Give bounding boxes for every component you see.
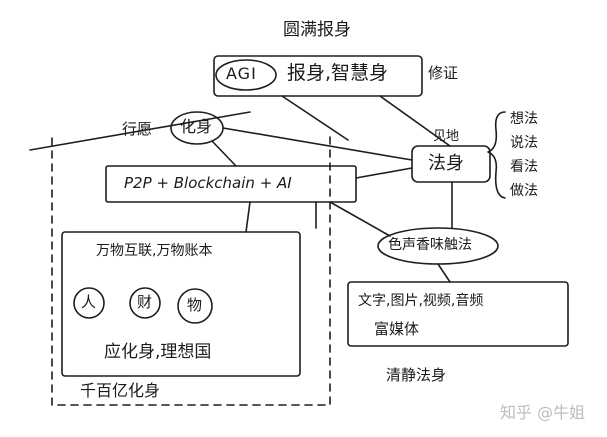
view-label: 见地 (433, 129, 460, 144)
dharma-body-label: 法身 (428, 153, 464, 174)
media-box (347, 281, 569, 347)
wisdom-body-label: 报身,智慧身 (287, 62, 389, 84)
ideal-label: 应化身,理想国 (104, 342, 212, 362)
link-p2p-to-dharma (355, 167, 413, 179)
rich-media-label: 富媒体 (374, 320, 420, 338)
world-box (61, 231, 301, 377)
methods-bracket (487, 111, 506, 199)
person-circle (73, 287, 105, 319)
agi-label: AGI (226, 64, 257, 83)
senses-label: 色声香味触法 (388, 237, 472, 253)
thing-circle (177, 288, 213, 324)
method-see: 看法 (510, 159, 538, 175)
proof-label: 修证 (428, 64, 459, 82)
link-wisdom-to-dharma (379, 95, 451, 147)
method-think: 想法 (510, 111, 538, 127)
pure-dharma-label: 清静法身 (386, 366, 447, 384)
p2p-box (105, 165, 357, 203)
watermark: 知乎 @牛姐 (500, 403, 586, 422)
p2p-label: P2P + Blockchain + AI (124, 174, 292, 192)
practice-label: 行愿 (122, 120, 153, 138)
dashed-outer-region (51, 131, 331, 406)
method-say: 说法 (510, 135, 538, 151)
link-wisdom-to-transform (281, 95, 349, 141)
link-transform-to-dharma (222, 127, 413, 161)
transform-label: 化身 (180, 117, 213, 136)
wealth-circle (129, 287, 161, 319)
slanted-top-line (29, 111, 251, 151)
media-label: 文字,图片,视频,音频 (358, 293, 484, 309)
person-label: 人 (81, 293, 97, 311)
method-do: 做法 (510, 183, 538, 199)
top-title: 圆满报身 (283, 20, 351, 40)
agi-ellipse (215, 59, 277, 91)
link-transform-to-p2p (211, 140, 237, 167)
link-p2p-to-world (245, 201, 251, 233)
link-p2p-to-senses (329, 201, 391, 237)
link-senses-to-media (437, 263, 451, 283)
iot-label: 万物互联,万物账本 (96, 243, 213, 259)
wealth-label: 财 (137, 293, 153, 311)
wisdom-body-box (213, 55, 423, 97)
dharma-body-box (411, 145, 491, 183)
myriad-label: 千百亿化身 (80, 381, 161, 400)
thing-label: 物 (187, 296, 203, 314)
